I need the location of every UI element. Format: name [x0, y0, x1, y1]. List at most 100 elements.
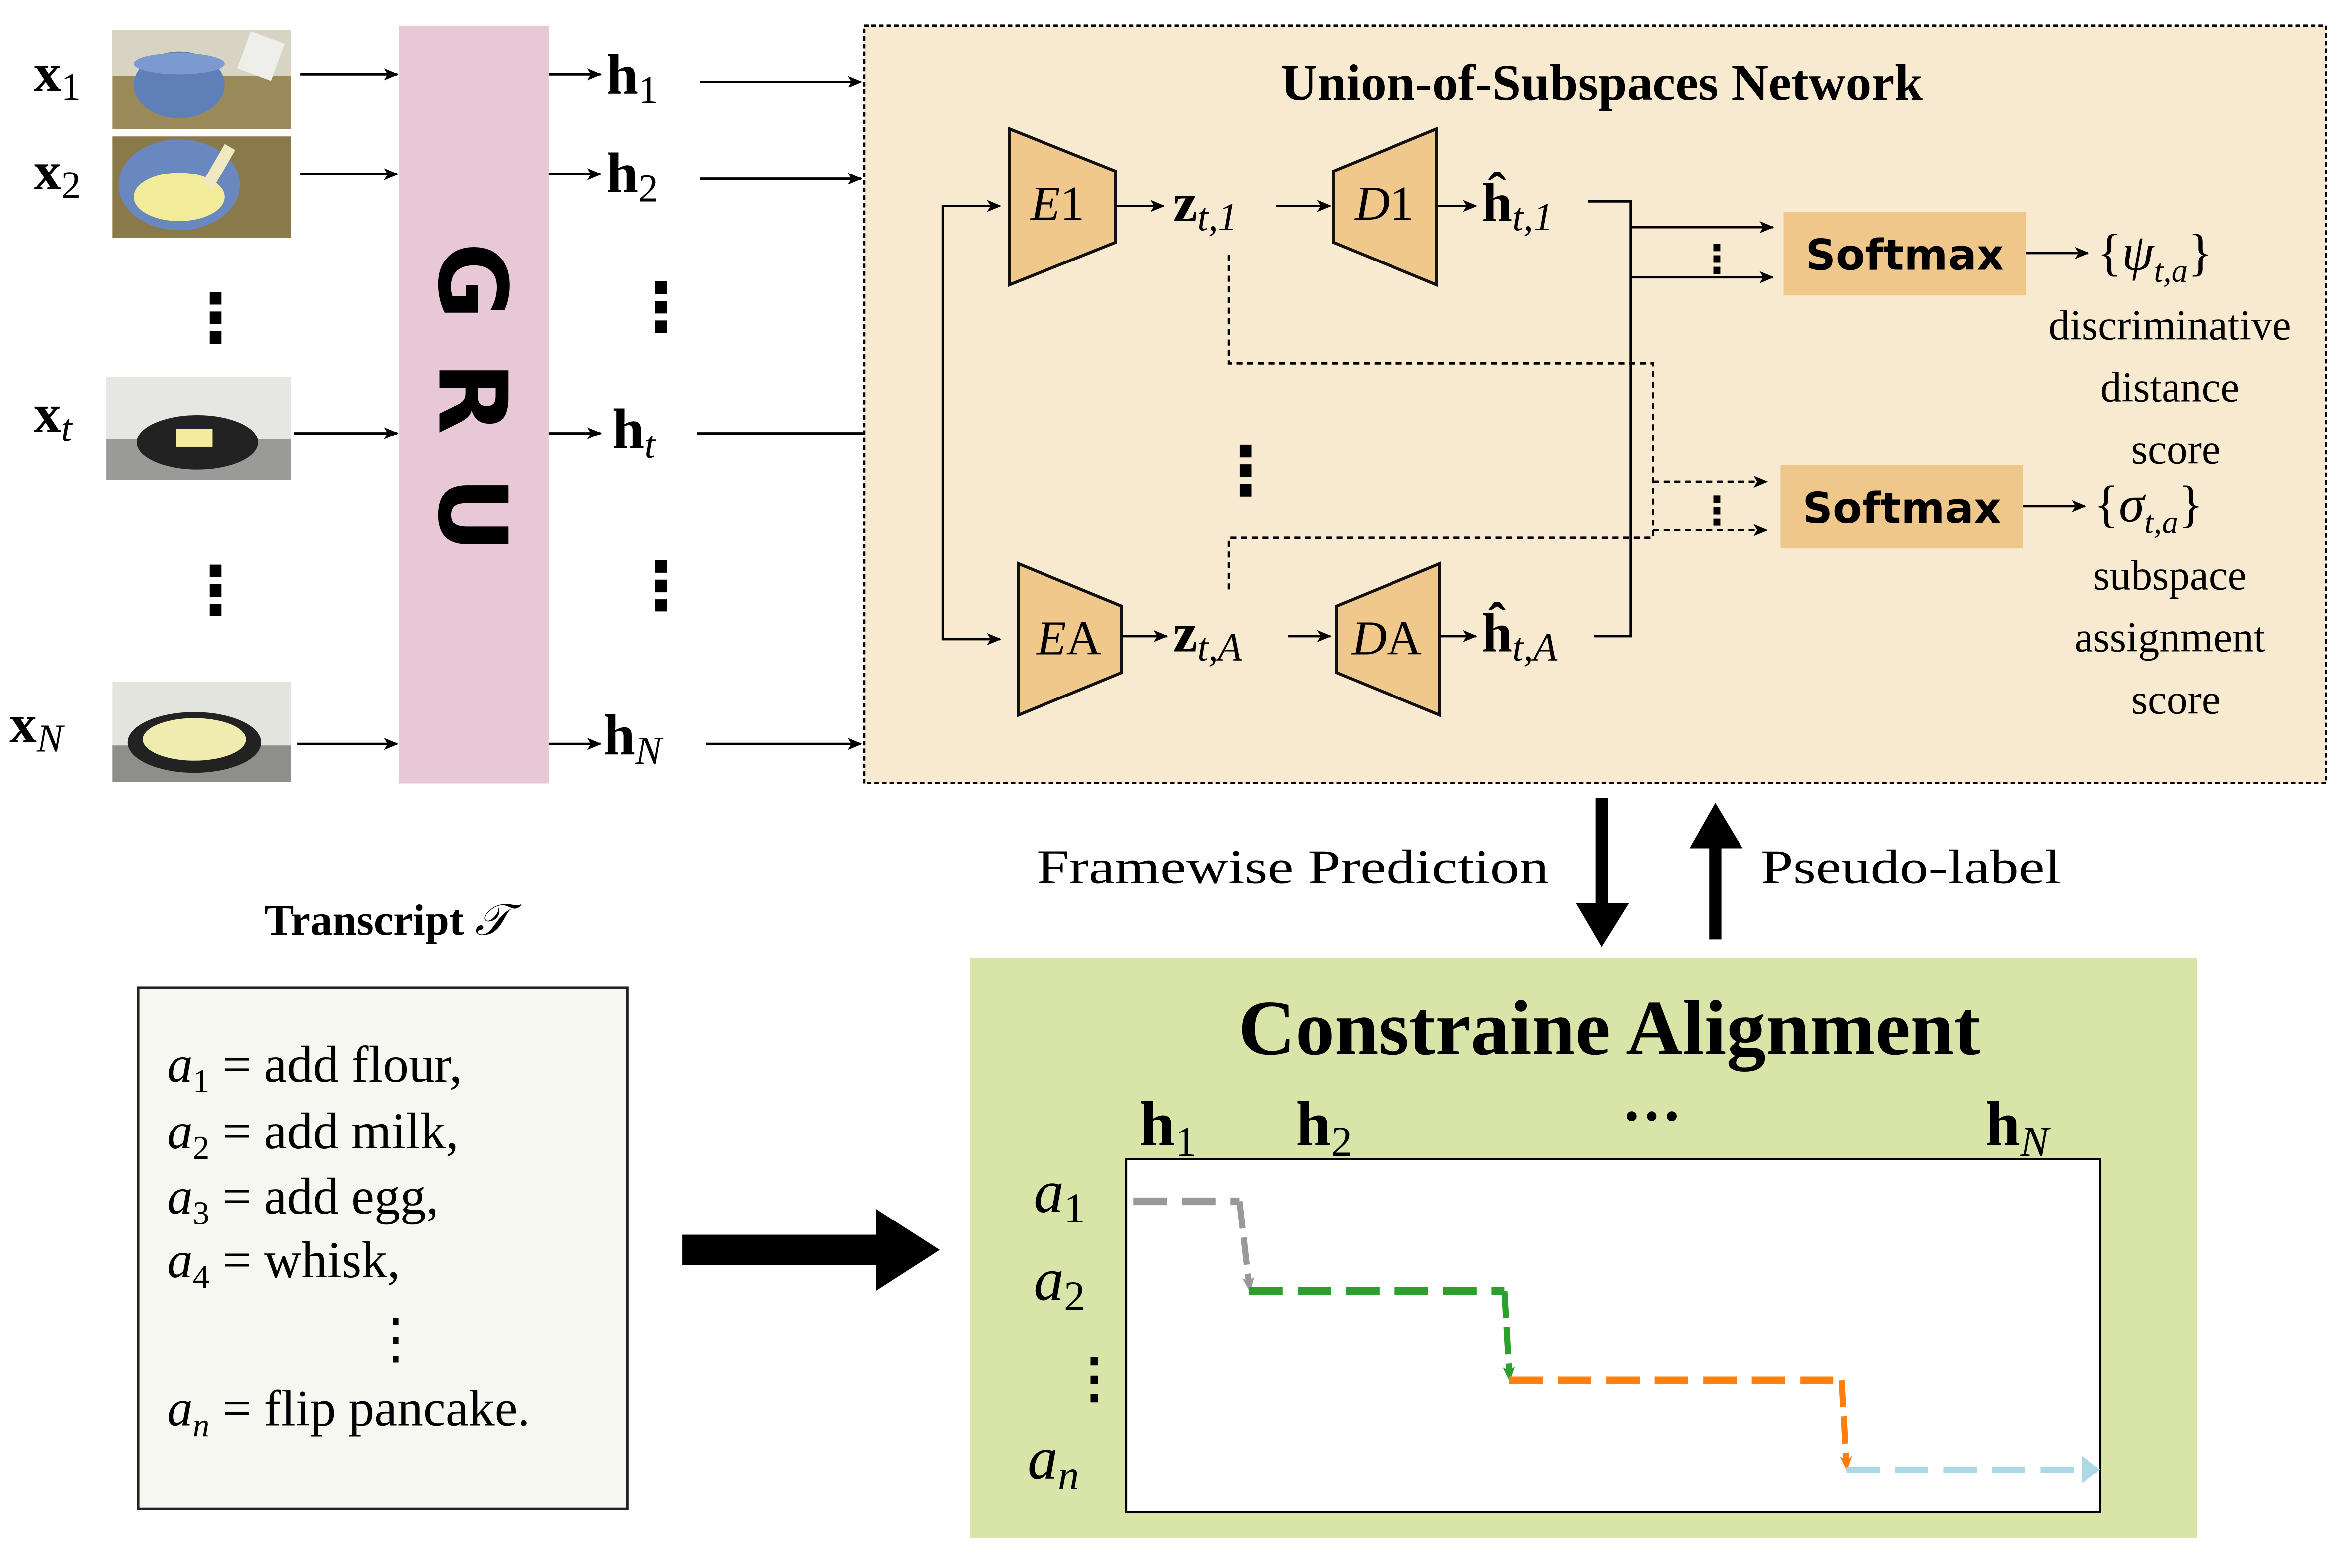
encoder-E1	[1008, 126, 1117, 287]
up-arrow-icon	[1689, 803, 1743, 849]
row-label-a2: a2	[1034, 1246, 1085, 1320]
alignment-segment-transition	[1236, 1201, 1255, 1292]
gru-box	[399, 25, 549, 784]
hidden-ellipsis-lower: ⋮	[627, 547, 694, 625]
reconstruction-h-t1: ĥt,1	[1482, 171, 1553, 239]
transcript-item: a2 = add milk,	[167, 1103, 459, 1166]
big-arrow-head-icon	[876, 1209, 940, 1291]
frame-label: x1	[34, 42, 81, 109]
row-label-ellipsis: ⋮	[1067, 1348, 1122, 1409]
svg-text:an = flip pancake.: an = flip pancake.	[167, 1381, 530, 1444]
frame-x2: x2	[34, 136, 399, 238]
transcript-item: a1 = add flour,	[167, 1037, 462, 1100]
decoder-DA	[1335, 561, 1441, 717]
gru-block: GRU	[399, 25, 549, 784]
decoder-D1	[1332, 126, 1438, 287]
caption-line-2: assignment	[2075, 614, 2265, 661]
transcript-to-alignment-arrow	[682, 1209, 940, 1291]
softmax-1-label: Softmax	[1806, 231, 2004, 280]
transcript-title: Transcript 𝒯	[265, 896, 522, 945]
transcript-ellipsis: ⋮	[368, 1308, 423, 1369]
transcript: Transcript 𝒯 a1 = add flour, a2 = add mi…	[137, 896, 629, 1510]
frame-label: x2	[34, 141, 81, 207]
svg-text:a1 = add flour,: a1 = add flour,	[167, 1037, 462, 1100]
hidden-h2: h2	[607, 142, 658, 210]
hidden-states: h1 h2 ⋮ ht ⋮ hN	[548, 43, 943, 773]
alignment-segment-transition	[1501, 1290, 1515, 1382]
softmax-2-label: Softmax	[1802, 484, 2001, 533]
pseudo-label-label: Pseudo-label	[1761, 841, 2061, 894]
encoder-E1-label: E1	[1030, 177, 1084, 231]
caption-line-2: distance	[2100, 364, 2240, 411]
latent-z-tA: zt,A	[1173, 603, 1242, 669]
frame-thumbnail-pan-with-pancake	[112, 682, 291, 782]
hidden-h1: h1	[607, 43, 658, 112]
softmax-1-inputs-ellipsis: ⋮	[1697, 236, 1737, 282]
column-label-hN: hN	[1985, 1089, 2051, 1165]
row-label-a1: a1	[1034, 1158, 1085, 1232]
svg-text:a2 = add milk,: a2 = add milk,	[167, 1103, 459, 1166]
transcript-item: a3 = add egg,	[167, 1168, 439, 1231]
row-label-an: an	[1028, 1425, 1079, 1498]
svg-text:a4 = whisk,: a4 = whisk,	[167, 1232, 400, 1295]
svg-text:a3 = add egg,: a3 = add egg,	[167, 1168, 439, 1231]
caption-line-3: score	[2131, 426, 2221, 473]
alignment-title: Constraine Alignment	[1238, 985, 1980, 1072]
branch-to-encoder-1	[941, 200, 1002, 434]
branches-ellipsis: ⋮	[1213, 432, 1279, 510]
frame-label: xN	[9, 694, 65, 760]
frames-ellipsis-lower: ⋮	[182, 552, 249, 629]
softmax-2-box	[1780, 465, 2023, 549]
decoder-D1-label: D1	[1354, 177, 1414, 231]
frame-label: xt	[34, 383, 73, 449]
encoder-EA	[1017, 561, 1123, 717]
softmax-1-box	[1783, 212, 2026, 296]
caption-line-3: score	[2131, 676, 2221, 723]
frame-xt: xt	[34, 377, 399, 481]
constrained-alignment: Constraine Alignment h1 h2 ··· hN a1 a2 …	[970, 957, 2197, 1538]
transcript-item: an = flip pancake.	[167, 1381, 530, 1444]
gru-label: GRU	[418, 243, 527, 596]
softmax-2-inputs-ellipsis: ⋮	[1697, 487, 1737, 533]
branch-to-encoder-A	[941, 433, 1002, 646]
output-psi: {ψt,a}	[2097, 224, 2213, 289]
column-label-h2: h2	[1296, 1089, 1352, 1165]
hidden-hN: hN	[604, 704, 664, 773]
frames-ellipsis-upper: ⋮	[182, 279, 249, 357]
alignment-segment-transition	[1838, 1380, 1852, 1471]
union-of-subspaces-network: Union-of-Subspaces Network E1 zt,1 D1 ĥt…	[863, 24, 2327, 784]
collector-reconstructions	[1588, 200, 1632, 638]
reconstruction-h-tA: ĥt,A	[1482, 601, 1558, 669]
latent-z-t1: zt,1	[1173, 173, 1237, 239]
transcript-item: a4 = whisk,	[167, 1232, 400, 1295]
hidden-ellipsis-upper: ⋮	[627, 268, 694, 346]
frame-thumbnail-pan-with-butter	[106, 377, 291, 481]
frame-thumbnail-bowl-whisking-batter	[112, 136, 291, 238]
output-sigma: {σt,a}	[2094, 476, 2203, 540]
frame-xN: xN	[9, 682, 399, 782]
feedback-arrows: Framewise Prediction Pseudo-label	[1037, 798, 2061, 947]
decoder-DA-label: DA	[1351, 611, 1422, 665]
dashed-latent-route	[1227, 254, 1654, 591]
softmax-discriminative: Softmax {ψt,a} discriminative distance s…	[1783, 212, 2291, 473]
big-arrow-shaft	[682, 1234, 882, 1265]
down-arrow-icon	[1576, 903, 1629, 947]
column-label-h1: h1	[1139, 1089, 1196, 1165]
framewise-prediction-label: Framewise Prediction	[1037, 841, 1549, 894]
caption-line-1: discriminative	[2049, 302, 2291, 349]
alignment-end-arrow-icon	[2082, 1456, 2100, 1483]
softmax-subspace-assignment: Softmax {σt,a} subspace assignment score	[1780, 465, 2265, 723]
union-network-title: Union-of-Subspaces Network	[1281, 55, 1923, 111]
alignment-path	[1133, 1197, 2100, 1483]
transcript-box	[137, 986, 629, 1510]
caption-line-1: subspace	[2093, 552, 2247, 599]
hidden-ht: ht	[612, 398, 656, 466]
input-frames: x1 x2 ⋮ xt	[9, 30, 399, 782]
frame-x1: x1	[34, 30, 399, 129]
column-label-ellipsis: ···	[1621, 1083, 1682, 1150]
subspace-branch-1: E1 zt,1 D1 ĥt,1	[1008, 126, 1553, 287]
encoder-EA-label: EA	[1036, 611, 1101, 665]
alignment-plot-area	[1125, 1158, 2101, 1513]
subspace-branch-A: EA zt,A DA ĥt,A	[1017, 561, 1558, 717]
